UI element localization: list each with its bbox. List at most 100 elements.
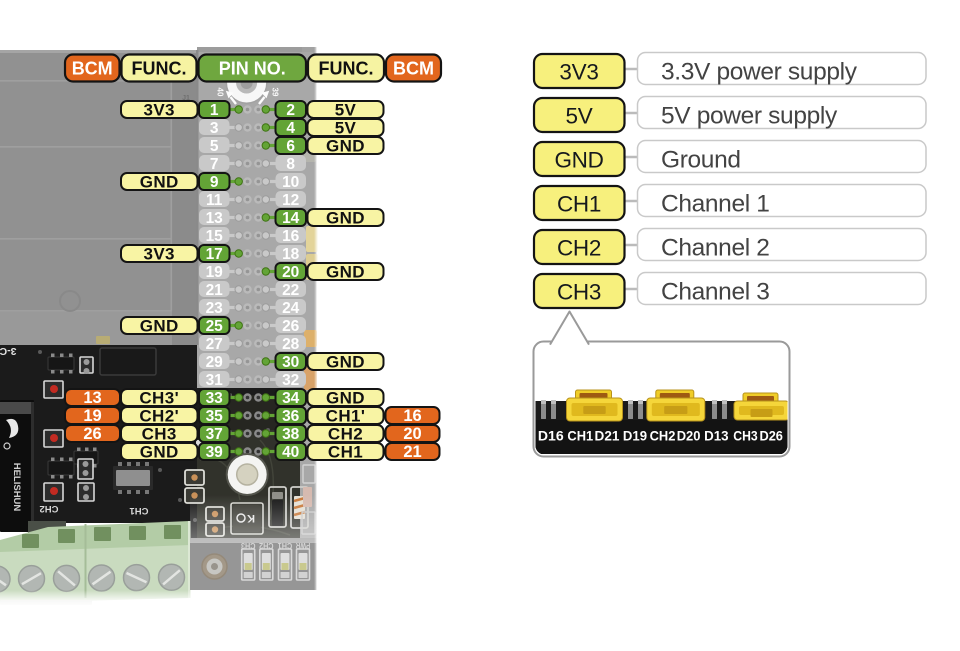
svg-text:34: 34	[282, 390, 300, 407]
svg-text:CH3: CH3	[142, 424, 177, 443]
svg-text:J1: J1	[182, 95, 190, 102]
svg-text:5V: 5V	[335, 100, 357, 119]
svg-text:5V power supply: 5V power supply	[661, 103, 838, 130]
svg-text:3: 3	[210, 120, 219, 137]
svg-text:6: 6	[286, 138, 295, 155]
svg-text:20: 20	[403, 425, 421, 443]
svg-text:7: 7	[210, 156, 219, 173]
svg-text:11: 11	[206, 192, 223, 209]
svg-text:HELISHUN: HELISHUN	[11, 463, 22, 512]
svg-text:D26: D26	[759, 427, 783, 443]
svg-text:GND: GND	[326, 262, 365, 281]
svg-text:CH2: CH2	[650, 427, 676, 443]
svg-text:26: 26	[83, 425, 101, 443]
svg-text:D21: D21	[595, 427, 620, 443]
svg-text:D13: D13	[704, 427, 729, 443]
svg-text:GND: GND	[554, 148, 603, 173]
svg-text:GND: GND	[326, 208, 365, 227]
svg-text:20: 20	[282, 264, 299, 281]
svg-text:D20: D20	[677, 427, 701, 443]
svg-text:CH2: CH2	[328, 424, 363, 443]
svg-text:GND: GND	[326, 352, 365, 371]
svg-text:40: 40	[216, 88, 225, 97]
svg-text:Channel 2: Channel 2	[661, 235, 770, 262]
svg-text:GND: GND	[140, 172, 179, 191]
svg-text:27: 27	[206, 336, 223, 353]
svg-text:32: 32	[282, 372, 299, 389]
svg-text:CH3: CH3	[240, 541, 255, 550]
svg-text:5: 5	[210, 138, 219, 155]
svg-text:BCM: BCM	[72, 58, 113, 78]
svg-text:12: 12	[282, 192, 299, 209]
svg-text:14: 14	[282, 210, 300, 227]
svg-text:19: 19	[83, 407, 101, 425]
svg-text:BCM: BCM	[393, 58, 434, 78]
svg-text:18: 18	[282, 246, 300, 263]
svg-text:CH2': CH2'	[139, 406, 179, 425]
svg-text:3V3: 3V3	[143, 100, 174, 119]
svg-text:D19: D19	[623, 427, 647, 443]
svg-text:25: 25	[206, 318, 224, 335]
svg-text:39: 39	[271, 88, 280, 97]
svg-text:16: 16	[282, 228, 300, 245]
svg-text:35: 35	[206, 408, 224, 425]
svg-text:36: 36	[282, 408, 300, 425]
svg-text:22: 22	[282, 282, 299, 299]
svg-text:29: 29	[206, 354, 224, 371]
svg-text:CH2: CH2	[557, 236, 601, 261]
svg-text:31: 31	[206, 372, 224, 389]
svg-text:CH3: CH3	[733, 427, 758, 443]
svg-text:13: 13	[83, 389, 101, 407]
svg-text:16: 16	[403, 407, 421, 425]
svg-text:CH1: CH1	[557, 192, 601, 217]
svg-text:24: 24	[282, 300, 300, 317]
svg-text:21: 21	[403, 443, 421, 461]
svg-text:CH1: CH1	[129, 505, 149, 516]
svg-text:19: 19	[206, 264, 224, 281]
svg-text:40: 40	[282, 444, 299, 461]
svg-text:13: 13	[206, 210, 224, 227]
svg-text:FUNC.: FUNC.	[319, 58, 374, 78]
svg-text:3V3: 3V3	[559, 60, 598, 85]
svg-text:GND: GND	[326, 136, 365, 155]
svg-text:26: 26	[282, 318, 300, 335]
svg-text:GND: GND	[140, 442, 179, 461]
svg-text:3.3V power supply: 3.3V power supply	[661, 59, 858, 86]
svg-text:CH1: CH1	[277, 541, 292, 550]
svg-text:D16: D16	[538, 427, 564, 443]
svg-text:GND: GND	[140, 316, 179, 335]
svg-text:GND: GND	[326, 388, 365, 407]
svg-text:4: 4	[286, 120, 295, 137]
svg-text:10: 10	[282, 174, 299, 191]
svg-text:Channel 3: Channel 3	[661, 279, 770, 306]
svg-text:15: 15	[206, 228, 224, 245]
svg-text:3V3: 3V3	[143, 244, 174, 263]
svg-text:CH3': CH3'	[139, 388, 179, 407]
svg-text:Channel 1: Channel 1	[661, 191, 770, 218]
svg-text:CH1: CH1	[328, 442, 363, 461]
svg-text:FUNC.: FUNC.	[132, 58, 187, 78]
svg-text:23: 23	[206, 300, 224, 317]
svg-text:CH1': CH1'	[326, 406, 366, 425]
svg-text:39: 39	[206, 444, 224, 461]
svg-text:37: 37	[206, 426, 223, 443]
svg-text:CH2: CH2	[39, 503, 58, 514]
svg-text:21: 21	[206, 282, 224, 299]
svg-text:5V: 5V	[335, 118, 357, 137]
svg-text:3-C: 3-C	[0, 345, 16, 357]
svg-text:2: 2	[286, 102, 295, 119]
svg-text:5V: 5V	[566, 104, 593, 129]
svg-text:28: 28	[282, 336, 300, 353]
svg-text:8: 8	[286, 156, 295, 173]
svg-text:30: 30	[282, 354, 299, 371]
svg-text:CH2: CH2	[259, 541, 274, 550]
svg-text:PIN NO.: PIN NO.	[219, 58, 286, 78]
svg-text:38: 38	[282, 426, 300, 443]
svg-text:1: 1	[210, 102, 219, 119]
svg-text:CH1: CH1	[567, 427, 593, 443]
svg-text:17: 17	[206, 246, 223, 263]
svg-text:9: 9	[210, 174, 219, 191]
svg-text:CH3: CH3	[557, 280, 601, 305]
svg-text:Ground: Ground	[661, 147, 741, 174]
svg-text:33: 33	[206, 390, 224, 407]
